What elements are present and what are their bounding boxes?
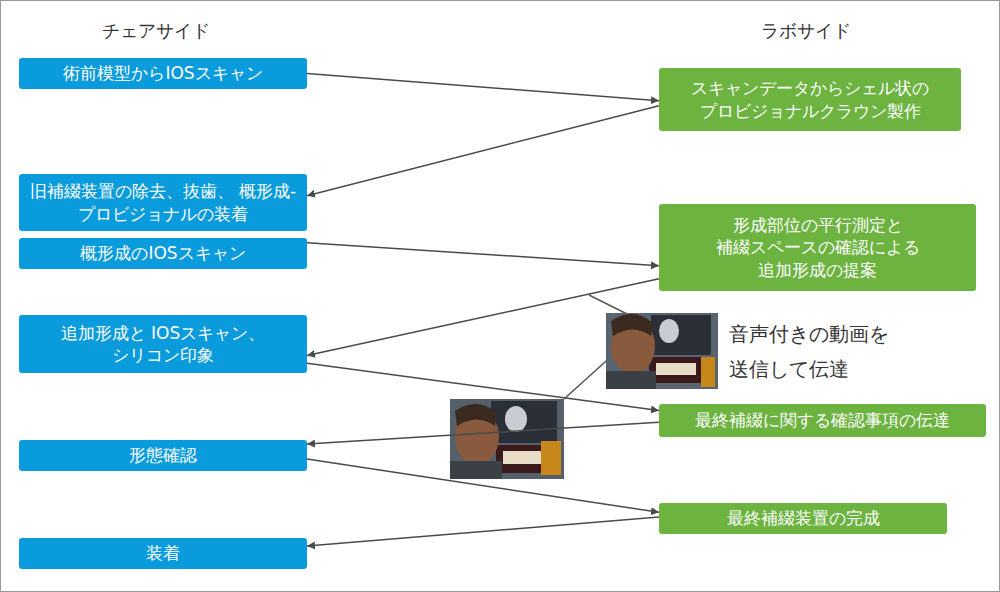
chairside-step-box: 概形成のIOSスキャン (19, 238, 307, 269)
step-text: 形成部位の平行測定と 補綴スペースの確認による 追加形成の提案 (673, 214, 963, 280)
screen-face (505, 406, 527, 432)
person-shoulder (606, 371, 656, 389)
labside-step-box: 形成部位の平行測定と 補綴スペースの確認による 追加形成の提案 (659, 204, 976, 291)
person-shoulder (450, 461, 502, 479)
chairside-step-box: 旧補綴装置の除去、抜歯、 概形成-プロビジョナルの装着 (19, 174, 307, 231)
flow-arrow (307, 459, 659, 512)
step-text: 旧補綴装置の除去、抜歯、 概形成-プロビジョナルの装着 (29, 180, 297, 224)
screen-panel (541, 441, 561, 475)
flow-arrow (307, 422, 659, 444)
chairside-step-box: 装着 (19, 538, 307, 569)
step-text: 追加形成と IOSスキャン、シリコン印象 (29, 322, 297, 366)
screen-panel (701, 357, 715, 387)
step-text: 形態確認 (129, 444, 197, 466)
annotation-text: 音声付きの動画を 送信して伝達 (729, 317, 904, 387)
person-hair (455, 404, 497, 426)
monitor-shape (651, 315, 711, 355)
teeth-shape (656, 363, 696, 375)
flow-arrow (307, 363, 659, 410)
photo-frame (606, 313, 718, 389)
flow-arrow (307, 106, 659, 196)
video-photo (606, 313, 718, 389)
chairside-step-box: 追加形成と IOSスキャン、シリコン印象 (19, 315, 307, 373)
step-text: 最終補綴に関する確認事項の伝達 (695, 409, 950, 431)
column-heading: ラボサイド (736, 19, 876, 42)
labside-step-box: 最終補綴装置の完成 (659, 503, 947, 534)
flow-arrow (307, 74, 659, 101)
step-text: 装着 (146, 542, 180, 564)
screen-face (659, 319, 679, 343)
labside-step-box: スキャンデータからシェル状の プロビジョナルクラウン製作 (659, 68, 961, 131)
monitor-shape (491, 401, 557, 443)
screen-teeth (649, 357, 703, 383)
flow-arrow (307, 517, 659, 546)
step-text: スキャンデータからシェル状の プロビジョナルクラウン製作 (669, 77, 951, 121)
photo-frame (450, 399, 564, 479)
flow-arrow (307, 279, 659, 356)
step-text: 術前模型からIOSスキャン (63, 62, 262, 84)
chairside-step-box: 術前模型からIOSスキャン (19, 58, 307, 89)
video-photo (450, 399, 564, 479)
step-text: 最終補綴装置の完成 (727, 507, 880, 529)
person-hair (611, 314, 653, 336)
column-heading: チェアサイド (81, 19, 231, 42)
teeth-shape (503, 451, 547, 464)
step-text: 概形成のIOSスキャン (80, 242, 245, 264)
chairside-step-box: 形態確認 (19, 440, 307, 471)
labside-step-box: 最終補綴に関する確認事項の伝達 (659, 404, 986, 437)
flow-arrow (307, 243, 659, 266)
